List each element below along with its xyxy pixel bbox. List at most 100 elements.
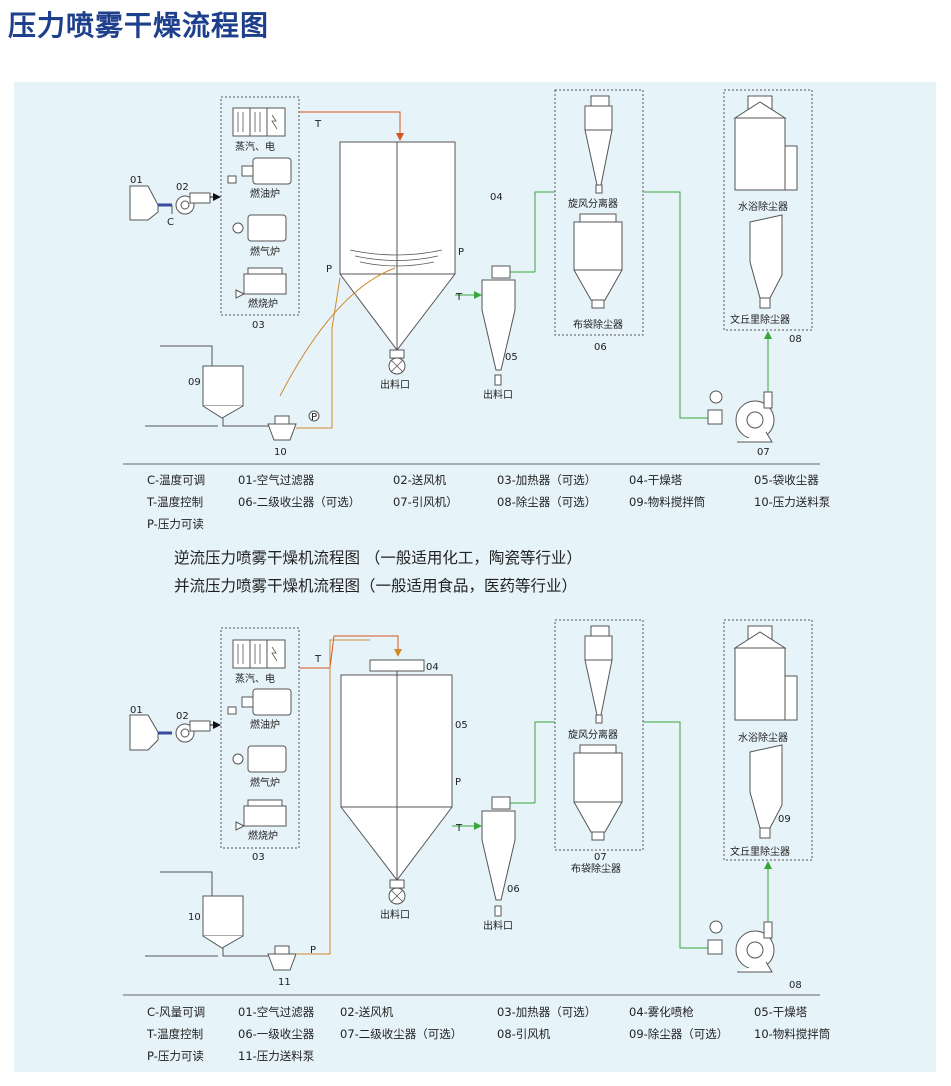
label2-oil: 燃油炉 <box>250 718 280 731</box>
label2-outlet-tower: 出料口 <box>380 908 410 921</box>
page-title: 压力喷雾干燥流程图 <box>8 9 270 42</box>
venturi-scrubber <box>749 214 783 309</box>
legend-co-current: C-风量可调 01-空气过滤器 02-送风机 03-加热器（可选） 04-雾化喷… <box>147 1004 847 1070</box>
label2-venturi: 文丘里除尘器 <box>730 845 790 858</box>
label-cyclone: 旋风分离器 <box>568 197 618 210</box>
heater-gas <box>232 214 287 242</box>
legend1-r1-c4: 09-物料搅拌筒 <box>629 495 706 509</box>
feed-pump-10 <box>267 415 297 441</box>
label2-outlet-cyclone: 出料口 <box>483 919 513 932</box>
drying-tower-04 <box>339 141 456 375</box>
cyclone-05 <box>481 265 516 386</box>
label2-05: 05 <box>455 720 468 731</box>
label2-08: 08 <box>789 980 802 991</box>
legend2-r1-c4: 09-除尘器（可选） <box>629 1027 729 1041</box>
feed-pump-11 <box>267 945 297 971</box>
collector-group-07 <box>554 619 644 851</box>
cyclone-separator <box>584 95 613 194</box>
label-05: 05 <box>505 352 518 363</box>
legend1-r2-c0: P-压力可读 <box>147 517 204 531</box>
label-03: 03 <box>252 320 265 331</box>
legend1-r0-c1: 01-空气过滤器 <box>238 473 315 487</box>
scrubber-group-09 <box>723 619 813 861</box>
label2-steam: 蒸汽、电 <box>235 672 275 685</box>
legend1-r0-c4: 04-干燥塔 <box>629 473 683 487</box>
label-coal: 燃烧炉 <box>248 297 278 310</box>
collector-group-06 <box>554 89 644 336</box>
heater-oil-b <box>227 688 292 716</box>
label-bag: 布袋除尘器 <box>573 318 623 331</box>
blower-02b <box>175 720 221 743</box>
label2-bag: 布袋除尘器 <box>571 862 621 875</box>
label2-t-top: T <box>314 654 322 665</box>
legend2-r0-c5: 05-干燥塔 <box>754 1005 808 1019</box>
label-p-left: P <box>326 264 332 275</box>
label2-gas: 燃气炉 <box>250 776 280 789</box>
label-t-top: T <box>314 119 322 130</box>
label2-11: 11 <box>278 977 291 988</box>
legend2-r0-c4: 04-雾化喷枪 <box>629 1005 694 1019</box>
heater-gas-b <box>232 745 287 773</box>
cyclone-separator-b <box>584 625 613 724</box>
label-07: 07 <box>757 447 770 458</box>
legend1-r1-c5: 10-压力送料泵 <box>754 495 831 509</box>
label-09: 09 <box>188 377 201 388</box>
legend2-r1-c5: 10-物料搅拌筒 <box>754 1027 831 1041</box>
water-scrubber <box>733 95 798 191</box>
diagram-counter-current <box>123 89 820 465</box>
legend2-r1-c3: 08-引风机 <box>497 1027 551 1041</box>
heater-coal <box>235 267 287 299</box>
label2-cyclone: 旋风分离器 <box>568 728 618 741</box>
legend2-r2-c1: 11-压力送料泵 <box>238 1049 315 1063</box>
scrubber-group-08 <box>723 89 813 331</box>
label-02: 02 <box>176 182 189 193</box>
label2-09: 09 <box>778 814 791 825</box>
legend2-r1-c1: 06-一级收尘器 <box>238 1027 315 1041</box>
legend1-r0-c5: 05-袋收尘器 <box>754 473 819 487</box>
mixing-tank-10 <box>202 895 244 949</box>
legend1-r0-c2: 02-送风机 <box>393 473 447 487</box>
legend2-r0-c3: 03-加热器（可选） <box>497 1005 597 1019</box>
legend1-r0-c0: C-温度可调 <box>147 473 206 487</box>
label2-07: 07 <box>594 852 607 863</box>
label-oil: 燃油炉 <box>250 187 280 200</box>
legend2-r0-c0: C-风量可调 <box>147 1005 206 1019</box>
heater-electric <box>232 107 286 137</box>
induced-fan-08 <box>707 920 775 973</box>
label2-water: 水浴除尘器 <box>738 731 788 744</box>
air-filter-01 <box>129 185 172 221</box>
label2-01: 01 <box>130 705 143 716</box>
heater-coal-b <box>235 799 287 831</box>
label-outlet-tower: 出料口 <box>380 378 410 391</box>
induced-fan-07 <box>707 390 775 443</box>
label2-t-mid: T <box>455 823 463 834</box>
bag-filter-b <box>573 744 623 841</box>
label2-02: 02 <box>176 711 189 722</box>
diagram1-labels: 01 02 C 03 04 05 06 07 08 09 10 T T P P … <box>130 119 802 458</box>
legend2-r0-c1: 01-空气过滤器 <box>238 1005 315 1019</box>
legend1-r1-c2: 07-引风机） <box>393 495 458 509</box>
diagram-co-current <box>123 619 820 996</box>
bag-filter <box>573 213 623 309</box>
heater-group-03b <box>220 627 300 849</box>
label2-06: 06 <box>507 884 520 895</box>
legend1-r0-c3: 03-加热器（可选） <box>497 473 597 487</box>
label-steam: 蒸汽、电 <box>235 140 275 153</box>
legend2-r2-c0: P-压力可读 <box>147 1049 204 1063</box>
label-gas: 燃气炉 <box>250 245 280 258</box>
heater-electric-b <box>232 639 286 669</box>
caption-counter-current: 逆流压力喷雾干燥机流程图 （一般适用化工，陶瓷等行业） <box>174 549 582 567</box>
water-scrubber-b <box>733 625 798 721</box>
label2-03: 03 <box>252 852 265 863</box>
label-water: 水浴除尘器 <box>738 200 788 213</box>
label-06: 06 <box>594 342 607 353</box>
label-04: 04 <box>490 192 503 203</box>
legend2-r1-c2: 07-二级收尘器（可选） <box>340 1027 463 1041</box>
label-08: 08 <box>789 334 802 345</box>
blower-02 <box>171 192 221 215</box>
drying-tower-05 <box>340 671 453 905</box>
air-filter-01b <box>129 714 172 751</box>
heater-oil <box>227 157 292 185</box>
legend1-r1-c1: 06-二级收尘器（可选） <box>238 495 361 509</box>
